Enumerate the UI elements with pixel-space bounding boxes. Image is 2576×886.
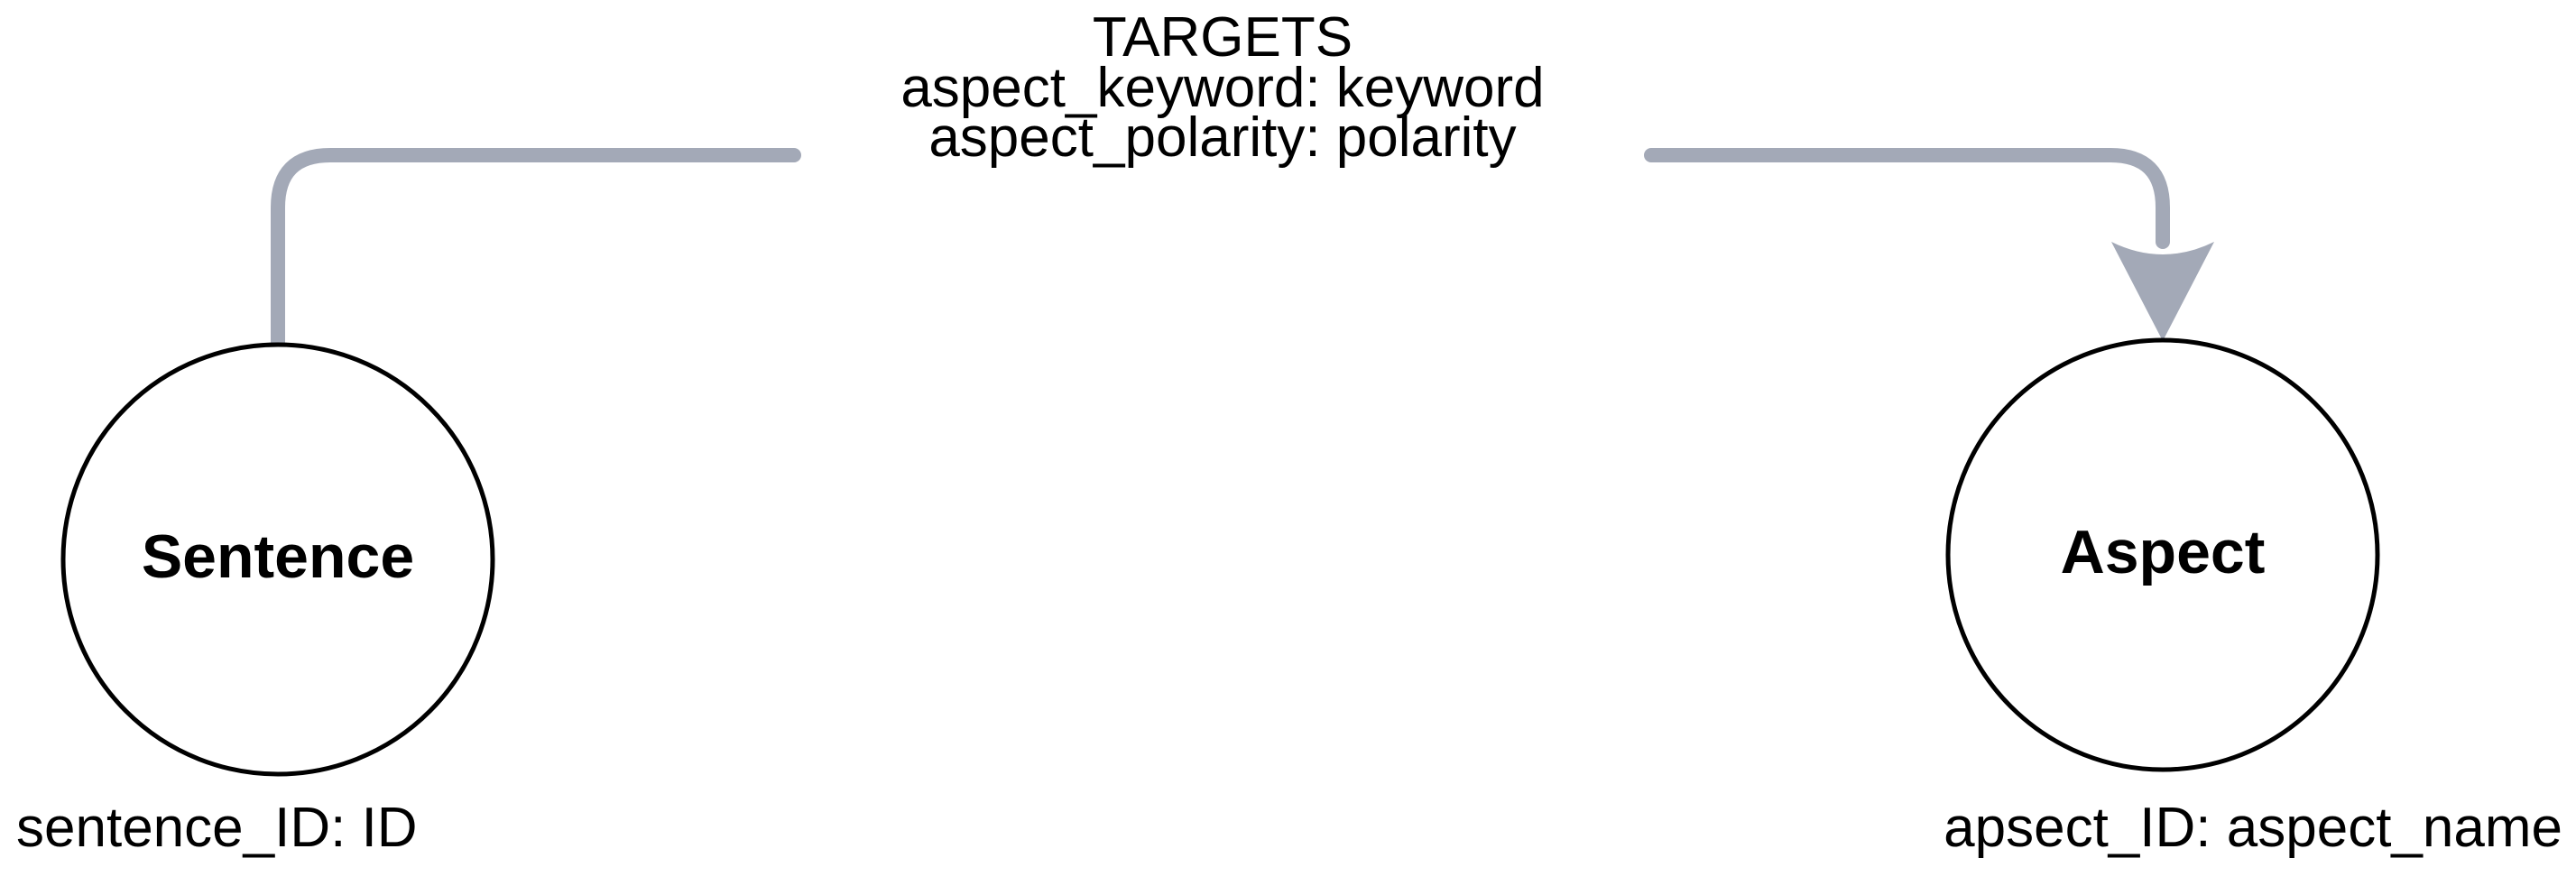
node-sentence-property-label: sentence_ID: ID xyxy=(16,797,418,859)
node-sentence[interactable]: Sentence xyxy=(60,342,495,777)
edge-segment-left xyxy=(271,148,801,352)
relationship-property-aspect-keyword: aspect_keyword: keyword xyxy=(900,57,1544,119)
relationship-property-aspect-polarity: aspect_polarity: polarity xyxy=(928,106,1516,169)
node-aspect-property-label: apsect_ID: aspect_name xyxy=(1944,797,2562,859)
edge-segment-right xyxy=(1644,148,2170,249)
relationship-edge-targets[interactable] xyxy=(271,148,2214,352)
node-aspect-circle xyxy=(1945,337,2380,772)
node-aspect-label: Aspect xyxy=(2061,518,2266,586)
edge-arrowhead-icon xyxy=(2111,242,2214,341)
node-sentence-circle xyxy=(60,342,495,777)
relationship-label-group: TARGETS aspect_keyword: keyword aspect_p… xyxy=(900,6,1544,169)
node-sentence-label: Sentence xyxy=(142,522,414,591)
relationship-type-label: TARGETS xyxy=(1093,6,1353,69)
node-aspect[interactable]: Aspect xyxy=(1945,337,2380,772)
